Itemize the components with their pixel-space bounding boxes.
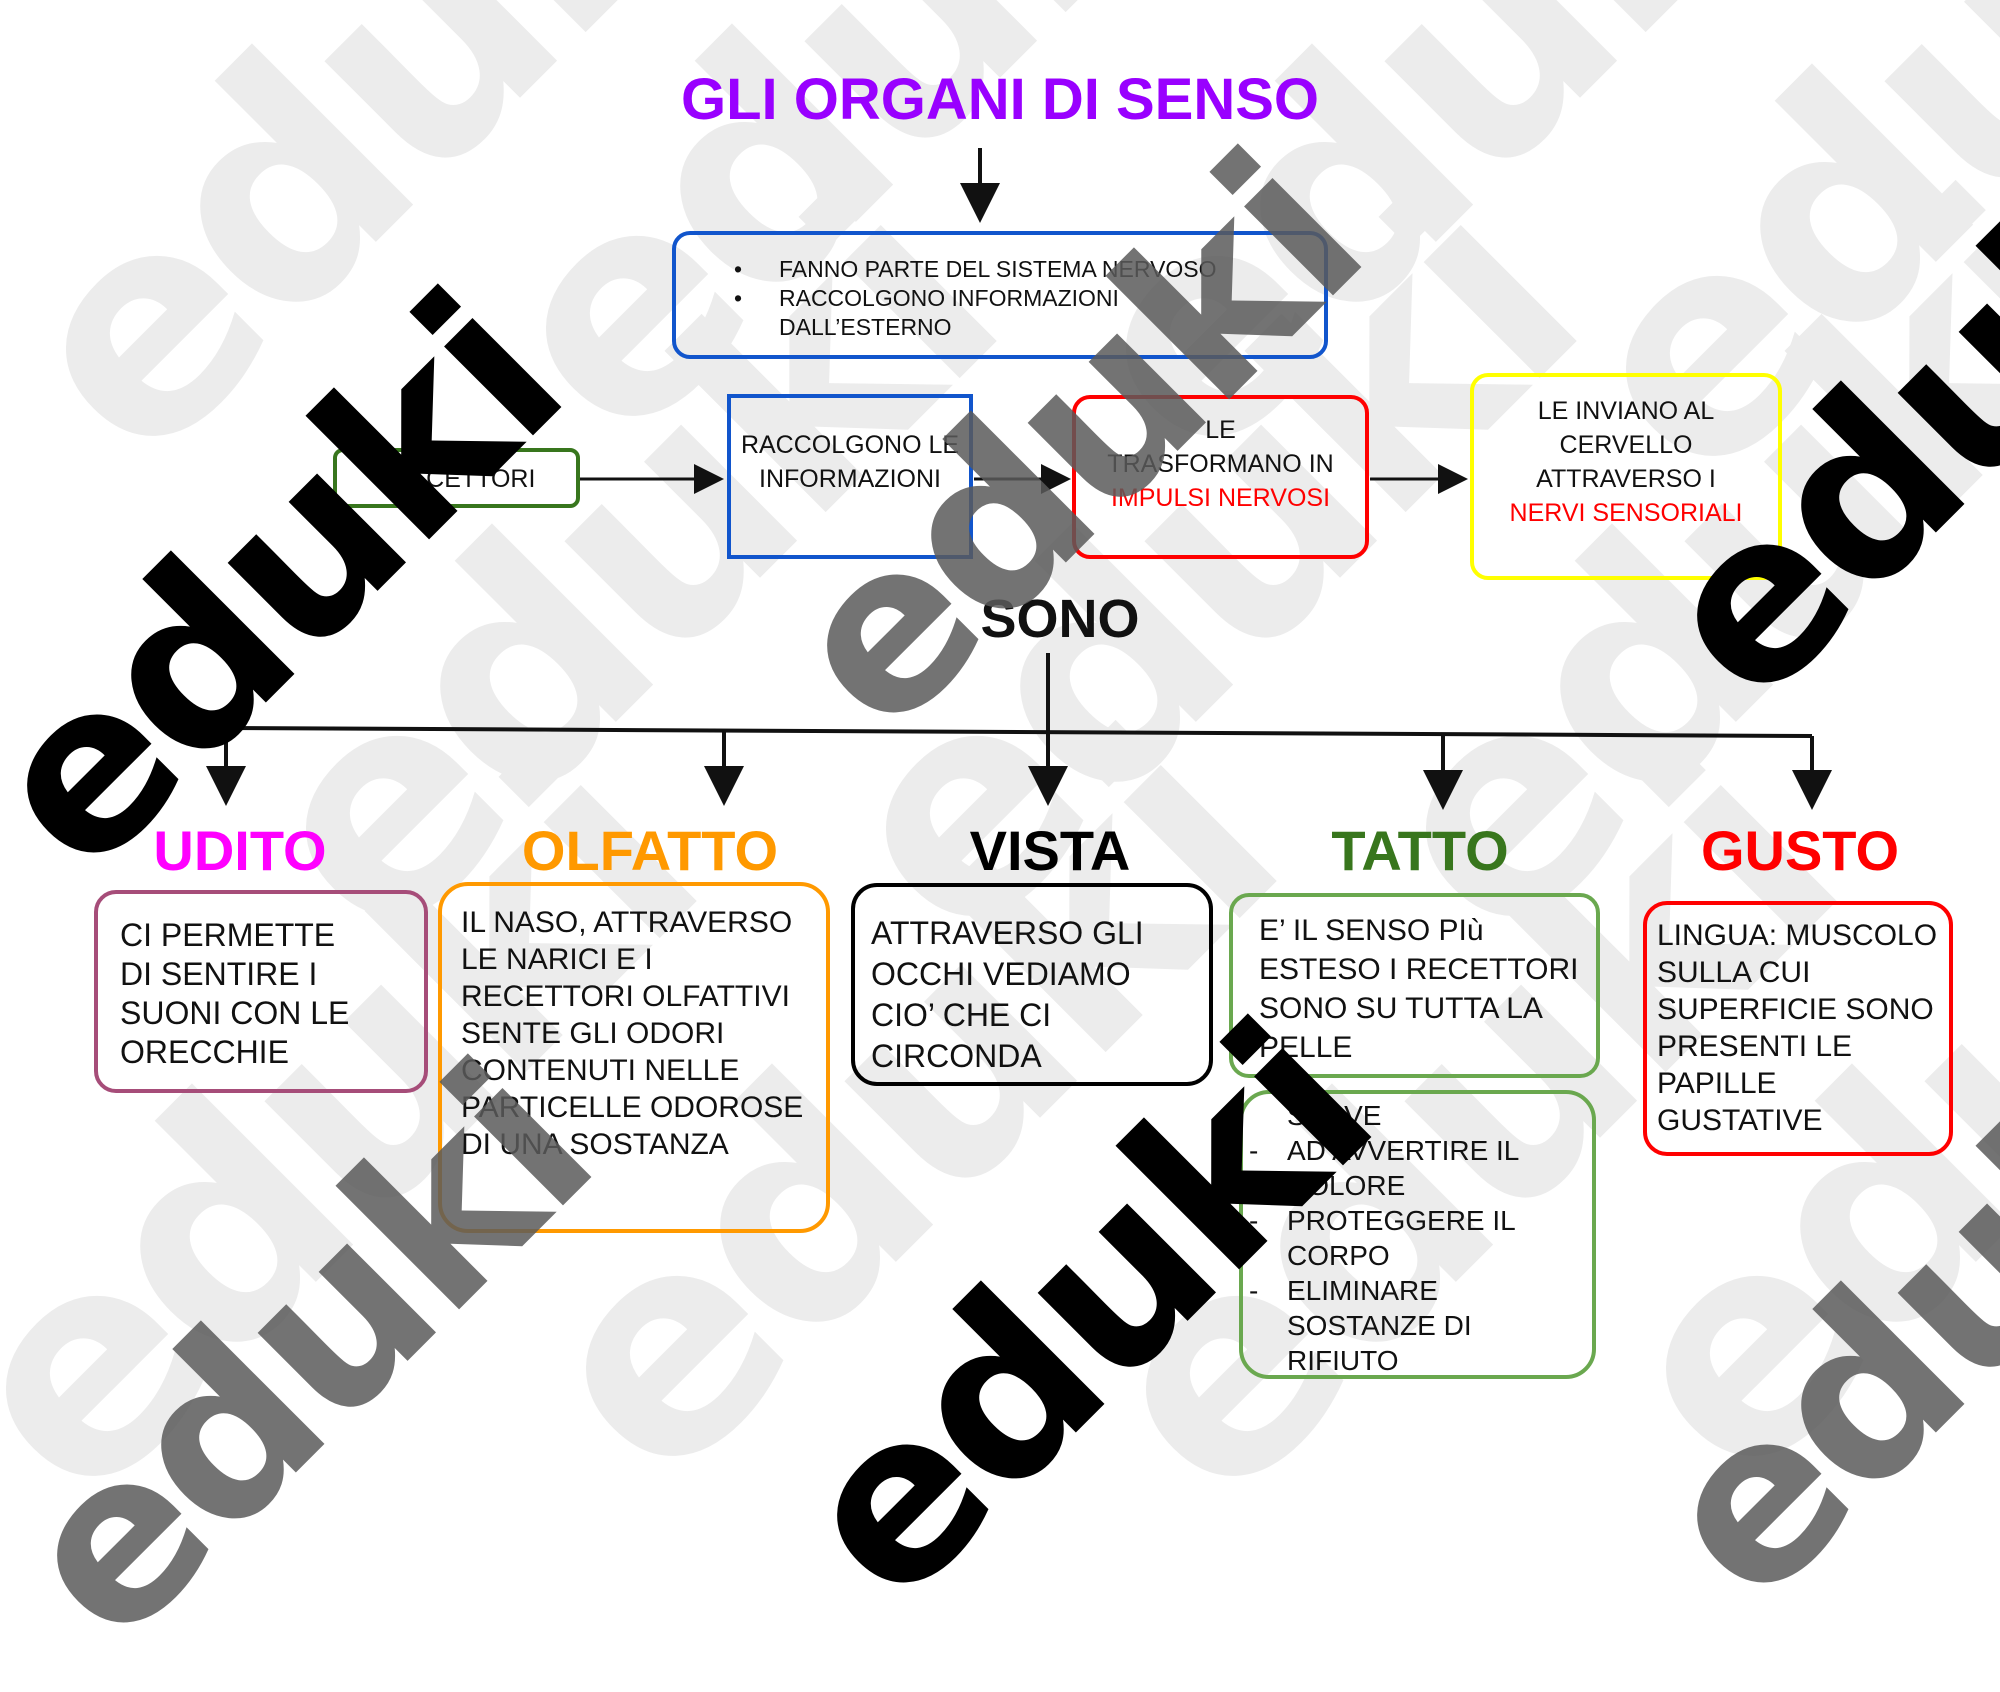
udito-text: CI PERMETTE DI SENTIRE I SUONI CON LE OR… — [120, 917, 350, 1070]
vista-box: ATTRAVERSO GLI OCCHI VEDIAMO CIO’ CHE CI… — [851, 883, 1213, 1086]
udito-box: CI PERMETTE DI SENTIRE I SUONI CON LE OR… — [94, 890, 428, 1093]
page-title: GLI ORGANI DI SENSO — [680, 67, 1320, 132]
tatto-box: E’ IL SENSO PIù ESTESO I RECETTORI SONO … — [1229, 893, 1600, 1078]
serve-label: SERVE — [1287, 1100, 1382, 1131]
intro-item: •RACCOLGONO INFORMAZIONI DALL’ESTERNO — [734, 285, 1119, 340]
trasformano-text: LE TRASFORMANO IN IMPULSI NERVOSI — [1106, 413, 1335, 515]
sono-label: SONO — [980, 589, 1140, 649]
olfatto-box: IL NASO, ATTRAVERSO LE NARICI E I RECETT… — [438, 882, 830, 1233]
serve-item: ELIMINARE SOSTANZE DI RIFIUTO — [1249, 1273, 1577, 1378]
olfatto-text: IL NASO, ATTRAVERSO LE NARICI E I RECETT… — [461, 906, 804, 1161]
heading-olfatto: OLFATTO — [521, 819, 779, 882]
tatto-serve-text: SERVE AD AVVERTIRE IL DOLORE PROTEGGERE … — [1249, 1098, 1577, 1378]
serve-item: AD AVVERTIRE IL DOLORE — [1249, 1133, 1577, 1203]
raccolgono-box: RACCOLGONO LE INFORMAZIONI — [727, 394, 973, 559]
intro-item: •FANNO PARTE DEL SISTEMA NERVOSO — [734, 256, 1217, 282]
trasformano-box: LE TRASFORMANO IN IMPULSI NERVOSI — [1072, 395, 1369, 559]
trasformano-red: IMPULSI NERVOSI — [1110, 484, 1331, 512]
tatto-text: E’ IL SENSO PIù ESTESO I RECETTORI SONO … — [1259, 914, 1579, 1064]
intro-list: •FANNO PARTE DEL SISTEMA NERVOSO •RACCOL… — [734, 255, 1217, 342]
connector-lines — [206, 148, 1832, 810]
recettori-label: I RECETTORI — [377, 465, 536, 493]
intro-box: •FANNO PARTE DEL SISTEMA NERVOSO •RACCOL… — [672, 231, 1328, 359]
heading-gusto: GUSTO — [1700, 819, 1900, 882]
heading-udito: UDITO — [153, 819, 327, 882]
raccolgono-label: RACCOLGONO LE INFORMAZIONI — [740, 431, 960, 493]
serve-item: PROTEGGERE IL CORPO — [1249, 1203, 1577, 1273]
serve-list: AD AVVERTIRE IL DOLORE PROTEGGERE IL COR… — [1249, 1133, 1577, 1378]
recettori-box: I RECETTORI — [333, 448, 580, 508]
inviano-prefix: LE INVIANO AL CERVELLO ATTRAVERSO I — [1536, 397, 1716, 493]
inviano-text: LE INVIANO AL CERVELLO ATTRAVERSO I NERV… — [1499, 394, 1753, 530]
heading-tatto: TATTO — [1331, 819, 1509, 882]
tatto-serve-box: SERVE AD AVVERTIRE IL DOLORE PROTEGGERE … — [1239, 1090, 1596, 1379]
inviano-box: LE INVIANO AL CERVELLO ATTRAVERSO I NERV… — [1470, 373, 1782, 580]
gusto-text: LINGUA: MUSCOLO SULLA CUI SUPERFICIE SON… — [1657, 919, 1938, 1137]
trasformano-prefix: LE TRASFORMANO IN — [1107, 416, 1334, 478]
branch-bar — [225, 726, 1813, 738]
gusto-box: LINGUA: MUSCOLO SULLA CUI SUPERFICIE SON… — [1643, 901, 1953, 1156]
heading-vista: VISTA — [969, 819, 1131, 882]
inviano-red: NERVI SENSORIALI — [1509, 499, 1743, 527]
vista-text: ATTRAVERSO GLI OCCHI VEDIAMO CIO’ CHE CI… — [871, 915, 1144, 1074]
